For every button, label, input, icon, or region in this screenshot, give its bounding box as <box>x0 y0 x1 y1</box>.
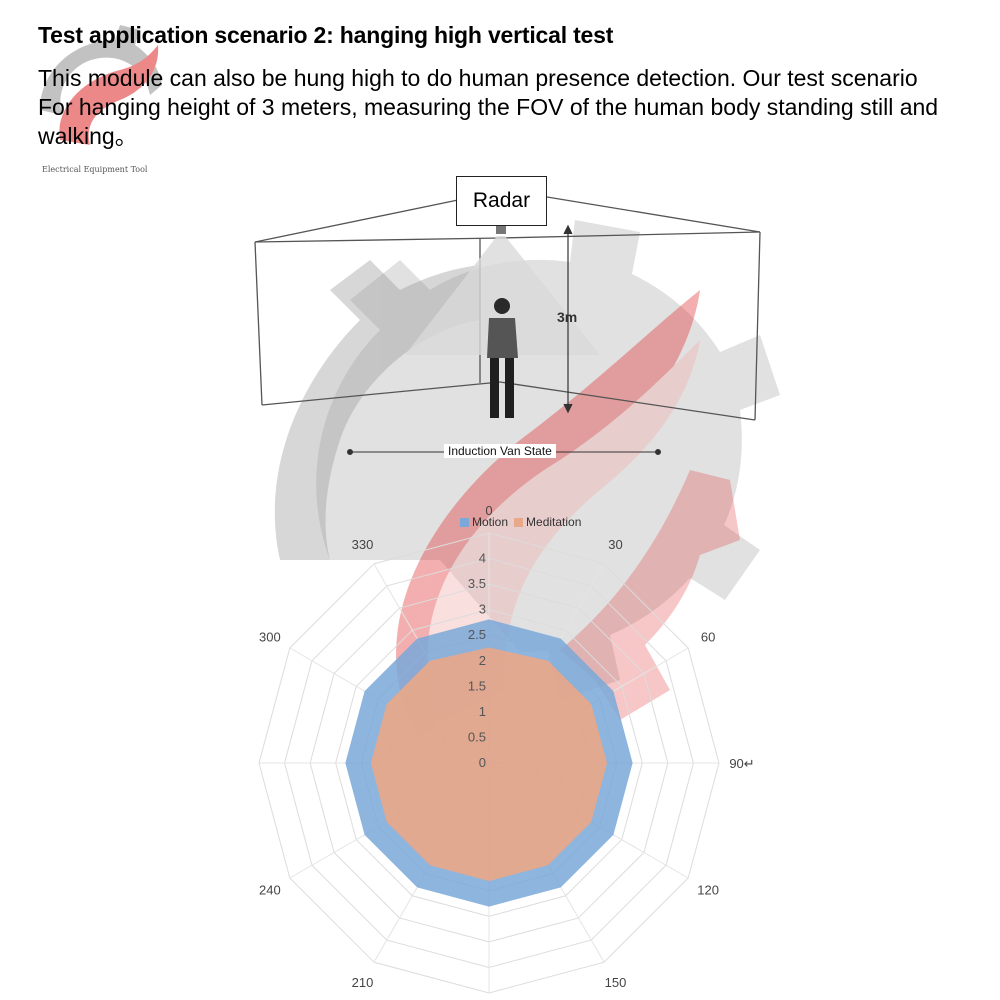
radial-tick-label: 0 <box>479 755 486 770</box>
legend-item-motion: Motion <box>460 515 508 529</box>
description-paragraph: This module can also be hung high to do … <box>38 64 988 151</box>
series-area-meditation <box>370 647 608 882</box>
radar-label: Radar <box>472 189 531 212</box>
radial-tick-label: 1.5 <box>468 678 486 693</box>
range-label: Induction Van State <box>444 444 556 458</box>
angle-tick-label: 90↵ <box>729 756 754 771</box>
radial-tick-label: 3 <box>479 602 486 617</box>
angle-tick-label: 60 <box>701 630 715 645</box>
angle-tick-label: 120 <box>697 883 719 898</box>
description-line-1: This module can also be hung high to do … <box>38 65 918 91</box>
legend-swatch-motion <box>460 517 469 527</box>
height-arrow <box>563 224 573 414</box>
page-title: Test application scenario 2: hanging hig… <box>38 22 614 48</box>
angle-tick-label: 210 <box>352 975 374 990</box>
radar-fov-cone <box>405 226 600 355</box>
description-line-3: walking。 <box>38 123 138 149</box>
angle-tick-label: 0 <box>485 503 492 518</box>
angle-tick-label: 30 <box>608 537 622 552</box>
chart-legend: Motion Meditation <box>460 515 581 529</box>
angle-tick-label: 300 <box>259 630 281 645</box>
legend-item-meditation: Meditation <box>514 515 581 529</box>
angle-tick-label: 330 <box>352 537 374 552</box>
angle-tick-label: 240 <box>259 883 281 898</box>
person-figure-icon <box>487 298 518 418</box>
description-line-2: For hanging height of 3 meters, measurin… <box>38 94 939 120</box>
height-label: 3m <box>557 309 578 325</box>
legend-swatch-meditation <box>514 517 524 527</box>
watermark-logo-text: Electrical Equipment Tool <box>42 165 148 174</box>
legend-label-meditation: Meditation <box>526 515 582 529</box>
radial-tick-label: 3.5 <box>468 576 486 591</box>
angle-tick-label: 150 <box>605 975 627 990</box>
radial-tick-label: 0.5 <box>468 729 486 744</box>
watermark-small-logo-icon <box>40 25 162 145</box>
radar-label-box: Radar <box>456 176 547 226</box>
radial-tick-label: 2 <box>479 653 486 668</box>
radial-tick-label: 4 <box>479 551 486 566</box>
radial-tick-label: 1 <box>479 704 486 719</box>
radial-tick-label: 2.5 <box>468 627 486 642</box>
legend-label-motion: Motion <box>472 515 509 529</box>
